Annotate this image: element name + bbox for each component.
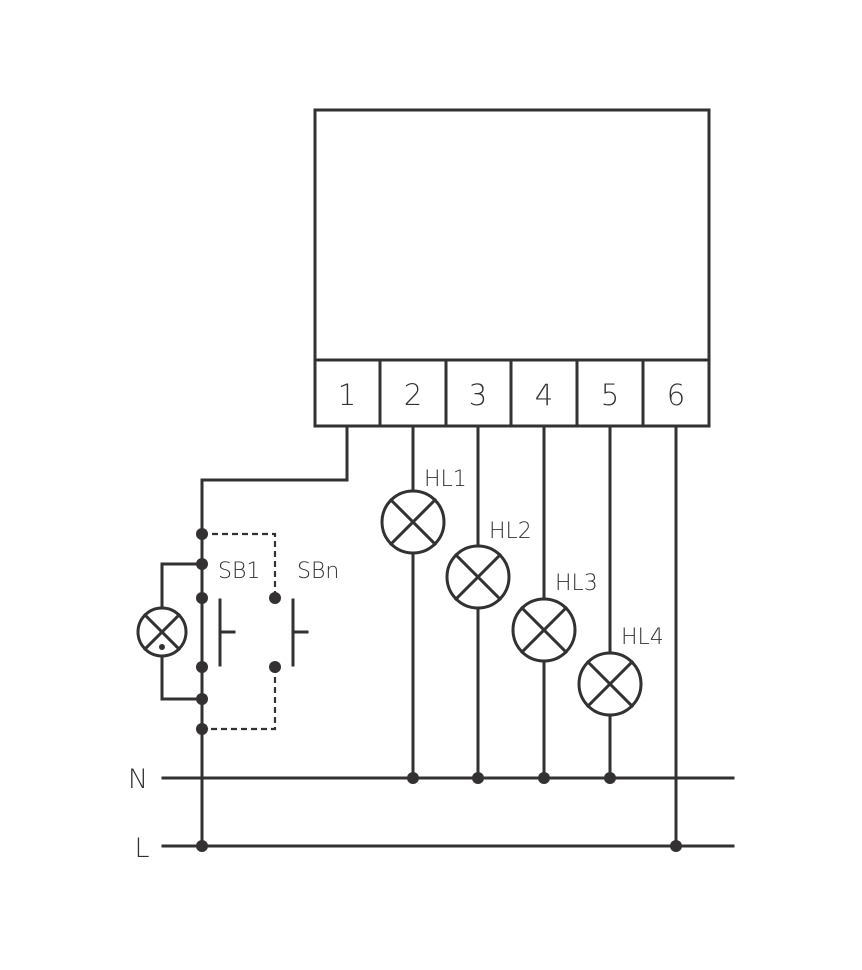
neutral-bus-label: N [128, 764, 148, 795]
control-wire [200, 424, 349, 848]
junction-dot [604, 772, 616, 784]
switch-contact-dot [269, 661, 281, 673]
indicator-wire [160, 562, 204, 610]
terminal-label-2: 2 [404, 378, 422, 412]
live-bus-label: L [134, 833, 149, 864]
parallel-wire-dashed [202, 667, 277, 731]
switch-label-sbn: SBn [297, 559, 339, 584]
indicator-lamp-icon [136, 606, 188, 658]
terminal-label-4: 4 [535, 378, 553, 412]
terminal-label-6: 6 [667, 378, 685, 412]
lamp-label-hl2: HL2 [489, 519, 532, 544]
junction-dot [407, 772, 419, 784]
junction-dot [670, 840, 682, 852]
switch-label-sb1: SB1 [218, 559, 260, 584]
parallel-wire-dashed [202, 532, 277, 598]
lamp-label-hl1: HL1 [424, 467, 467, 492]
device-housing [313, 108, 711, 362]
terminal-label-5: 5 [601, 378, 619, 412]
junction-dot [538, 772, 550, 784]
lamp-label-hl4: HL4 [621, 625, 664, 650]
lamp-hl3-icon [511, 597, 577, 663]
junction-dot [196, 840, 208, 852]
lamp-hl4-icon [577, 651, 643, 717]
switch-contact-dot [269, 592, 281, 604]
lamp-label-hl3: HL3 [555, 571, 598, 596]
switch-contact-dot [196, 592, 208, 604]
lamp-hl1-icon [380, 489, 446, 555]
lamp-hl2-icon [445, 544, 511, 610]
switch-contact-dot [196, 661, 208, 673]
junction-dot [472, 772, 484, 784]
indicator-wire [160, 654, 204, 701]
terminal-label-1: 1 [338, 378, 356, 412]
terminal-label-3: 3 [469, 378, 487, 412]
